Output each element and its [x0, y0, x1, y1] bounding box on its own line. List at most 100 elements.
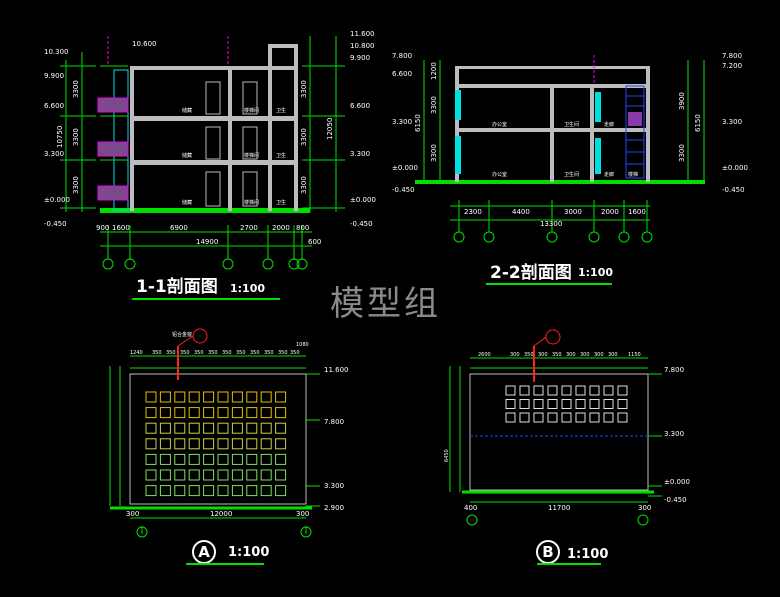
eb-elev-right-3: ±0.000 [664, 478, 690, 486]
window-pane [159, 422, 171, 434]
window-pane [260, 453, 272, 465]
window-pane [231, 391, 243, 403]
elevation-b-scale: 1:100 [567, 547, 609, 562]
s1-elev-left-1: 10.300 [44, 48, 69, 56]
window-pane [145, 469, 157, 481]
window-pane [188, 469, 200, 481]
s1-dim-b-1: 900 [96, 224, 109, 232]
s1-elev-left-2: 9.900 [44, 72, 64, 80]
window-pane [231, 407, 243, 419]
window-pane [603, 399, 614, 409]
section-2-title: 2-2剖面图 [490, 263, 572, 283]
window-pane [188, 453, 200, 465]
ea-dim-top-11: 350 [278, 350, 288, 356]
window-pane [246, 485, 258, 497]
s1-room-2: 楼梯间 [244, 107, 259, 114]
window-pane [547, 385, 558, 396]
window-pane [174, 422, 186, 434]
eb-dim-top-3: 350 [524, 352, 534, 358]
window-pane [505, 412, 516, 423]
s2-dim-v-left-1: 3300 [430, 96, 438, 114]
window-pane [533, 385, 544, 396]
window-pane [159, 391, 171, 403]
window-pane [231, 438, 243, 450]
s1-elev-left-6: -0.450 [44, 220, 67, 228]
s2-room-7: 楼梯 [628, 171, 638, 178]
s1-room-8: 楼梯间 [244, 199, 259, 206]
s2-dim-v-right-1: 3900 [678, 92, 686, 110]
window-pane [275, 469, 287, 481]
ea-dim-b-1: 300 [126, 510, 139, 518]
window-pane [203, 438, 215, 450]
s1-elev-right-3: 9.900 [350, 54, 370, 62]
eb-dim-left-1: 6450 [444, 449, 450, 462]
s2-elev-right-3: 3.300 [722, 118, 742, 126]
window-pane [505, 399, 516, 409]
ea-dim-b-2: 12000 [210, 510, 232, 518]
window-pane [561, 385, 572, 396]
window-pane [145, 391, 157, 403]
eb-dim-top-9: 300 [608, 352, 618, 358]
section-1-underline [132, 298, 280, 300]
window-pane [275, 422, 287, 434]
eb-dim-top-10: 1150 [628, 352, 641, 358]
s1-elev-left-5: ±0.000 [44, 196, 70, 204]
s1-dim-v-left-3: 3300 [72, 176, 80, 194]
eb-dim-top-4: 300 [538, 352, 548, 358]
section-2-scale: 1:100 [578, 266, 614, 279]
elevation-b-drawing [449, 329, 662, 526]
section-1-scale: 1:100 [230, 282, 266, 295]
window-pane [589, 399, 600, 409]
window-pane [217, 485, 229, 497]
ea-elev-right-4: 2.900 [324, 504, 344, 512]
window-pane [159, 469, 171, 481]
s2-dim-v-left-4: 1200 [430, 62, 438, 80]
window-pane [260, 485, 272, 497]
window-pane [246, 438, 258, 450]
window-pane [231, 453, 243, 465]
window-pane [145, 407, 157, 419]
window-pane [519, 385, 530, 396]
window-pane [617, 412, 628, 423]
window-pane [159, 453, 171, 465]
window-pane [217, 391, 229, 403]
s2-dim-v-right-2: 3300 [678, 144, 686, 162]
section-1-1-drawing [60, 36, 345, 270]
window-pane [145, 422, 157, 434]
ea-dim-top-9: 350 [250, 350, 260, 356]
section-2-2-drawing [415, 55, 705, 243]
window-pane [547, 412, 558, 423]
s2-elev-right-4: ±0.000 [722, 164, 748, 172]
window-pane [174, 438, 186, 450]
eb-dim-b-2: 11700 [548, 504, 570, 512]
s1-room-7: 储藏 [182, 199, 192, 206]
s1-room-6: 卫生 [276, 152, 286, 159]
window-pane [159, 407, 171, 419]
s1-dim-b-2: 1600 [112, 224, 130, 232]
elevation-b-label: B [536, 540, 560, 564]
ea-dim-top-8: 350 [236, 350, 246, 356]
window-pane [203, 407, 215, 419]
ea-dim-top-6: 350 [208, 350, 218, 356]
window-pane [603, 412, 614, 423]
s1-elev-right-7: -0.450 [350, 220, 373, 228]
window-pane [519, 399, 530, 409]
section-1-title: 1-1剖面图 [136, 277, 218, 297]
s1-dim-v-left-4: 10750 [56, 126, 64, 148]
s1-dim-v-right-2: 3300 [300, 128, 308, 146]
window-pane [174, 453, 186, 465]
s2-dim-b-2: 4400 [512, 208, 530, 216]
window-pane [203, 485, 215, 497]
s1-room-9: 卫生 [276, 199, 286, 206]
s2-dim-b-4: 2000 [601, 208, 619, 216]
window-pane [217, 422, 229, 434]
window-pane [188, 422, 200, 434]
eb-dim-top-8: 300 [594, 352, 604, 358]
s1-dim-b-4: 2700 [240, 224, 258, 232]
window-pane [145, 438, 157, 450]
window-pane [589, 385, 600, 396]
s2-elev-left-2: 6.600 [392, 70, 412, 78]
window-pane [575, 412, 586, 423]
s1-dim-v-left-2: 3300 [72, 128, 80, 146]
window-pane [188, 407, 200, 419]
